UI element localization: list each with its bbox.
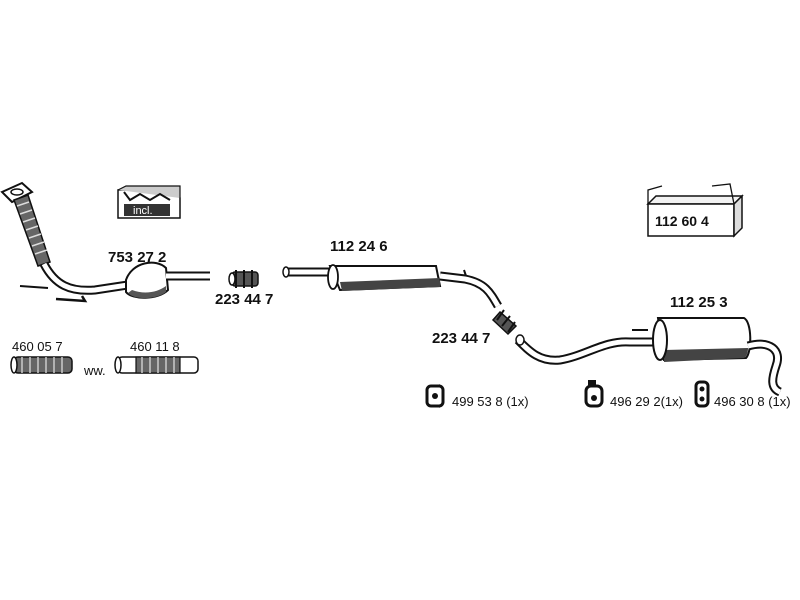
manifold-pipe-number: 753 27 2 <box>108 249 166 266</box>
rubber-mount-b-number: 496 29 2(1x) <box>610 394 683 409</box>
flex-pipe-a-number: 460 05 7 <box>12 339 63 354</box>
flex-pipe-separator: ww. <box>83 363 106 378</box>
incl-label: incl. <box>133 205 153 217</box>
clamp-rear[interactable] <box>491 309 518 336</box>
mounting-kit-box[interactable] <box>646 183 744 238</box>
rubber-mount-c[interactable] <box>694 380 710 408</box>
rubber-mount-a-number: 499 53 8 (1x) <box>452 394 529 409</box>
flex-pipe-a[interactable] <box>10 356 73 374</box>
mounting-kit-number: 112 60 4 <box>655 213 709 229</box>
rubber-mount-b[interactable] <box>584 380 604 408</box>
rubber-mount-a[interactable] <box>425 384 445 408</box>
clamp-front-number: 223 44 7 <box>215 291 273 308</box>
rear-silencer[interactable] <box>514 317 783 397</box>
front-pipe-catalyst[interactable] <box>0 181 210 303</box>
rear-silencer-number: 112 25 3 <box>670 294 728 311</box>
clamp-front[interactable] <box>228 270 259 288</box>
flex-pipe-b-number: 460 11 8 <box>130 339 180 354</box>
middle-silencer[interactable] <box>282 264 502 309</box>
flex-pipe-b[interactable] <box>114 356 199 374</box>
middle-silencer-number: 112 24 6 <box>330 238 388 255</box>
mounting-kit-box-incl[interactable] <box>117 185 181 219</box>
rubber-mount-c-number: 496 30 8 (1x) <box>714 394 791 409</box>
clamp-rear-number: 223 44 7 <box>432 330 490 347</box>
